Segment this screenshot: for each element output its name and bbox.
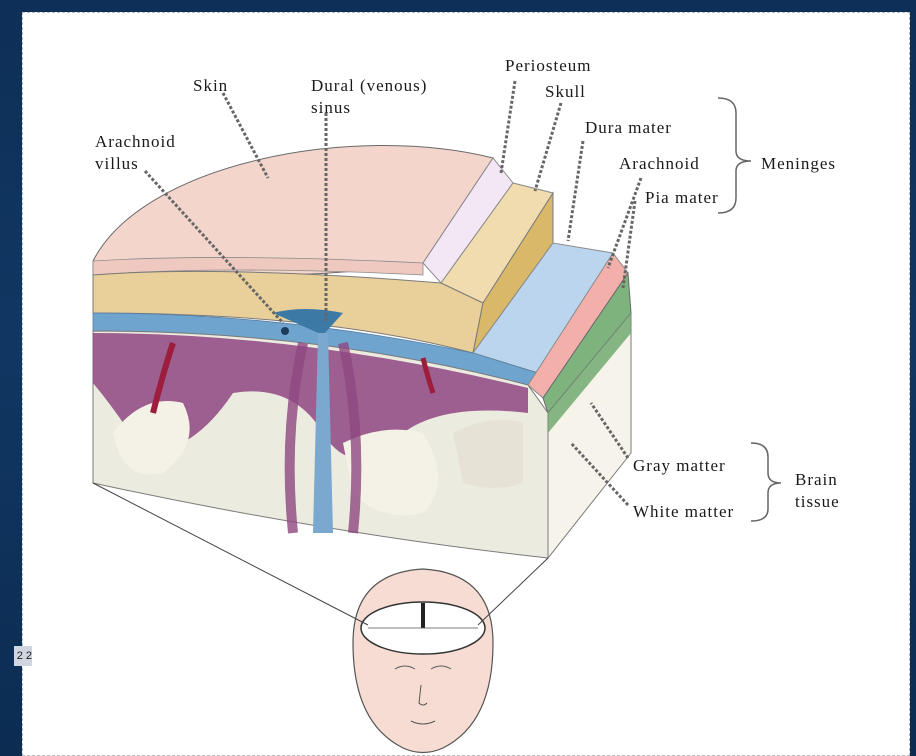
label-brain-tissue-line2: tissue (795, 491, 840, 512)
label-arachnoid-villus-line2: villus (95, 153, 139, 174)
brain-tissue-bracket (751, 443, 781, 521)
label-meninges: Meninges (761, 153, 836, 174)
label-gray-matter: Gray matter (633, 455, 726, 476)
label-skin: Skin (193, 75, 228, 96)
slide-number: 2 2 (14, 646, 32, 666)
label-arachnoid: Arachnoid (619, 153, 700, 174)
label-dura-mater: Dura mater (585, 117, 672, 138)
white-matter-fold (453, 420, 523, 488)
head-outline (353, 569, 493, 753)
label-arachnoid-villus-line1: Arachnoid (95, 131, 176, 152)
label-dural-sinus-line2: sinus (311, 97, 351, 118)
label-periosteum: Periosteum (505, 55, 592, 76)
zoom-line-right (478, 558, 548, 625)
meninges-bracket (718, 98, 751, 213)
label-dural-sinus-line1: Dural (venous) (311, 75, 427, 96)
arachnoid-villus-dot (281, 327, 289, 335)
label-white-matter: White matter (633, 501, 734, 522)
label-brain-tissue-line1: Brain (795, 469, 838, 490)
diagram-panel: Skin Dural (venous) sinus Arachnoid vill… (22, 12, 910, 756)
meninges-illustration (23, 13, 910, 756)
label-pia-mater: Pia mater (645, 187, 719, 208)
label-skull: Skull (545, 81, 586, 102)
